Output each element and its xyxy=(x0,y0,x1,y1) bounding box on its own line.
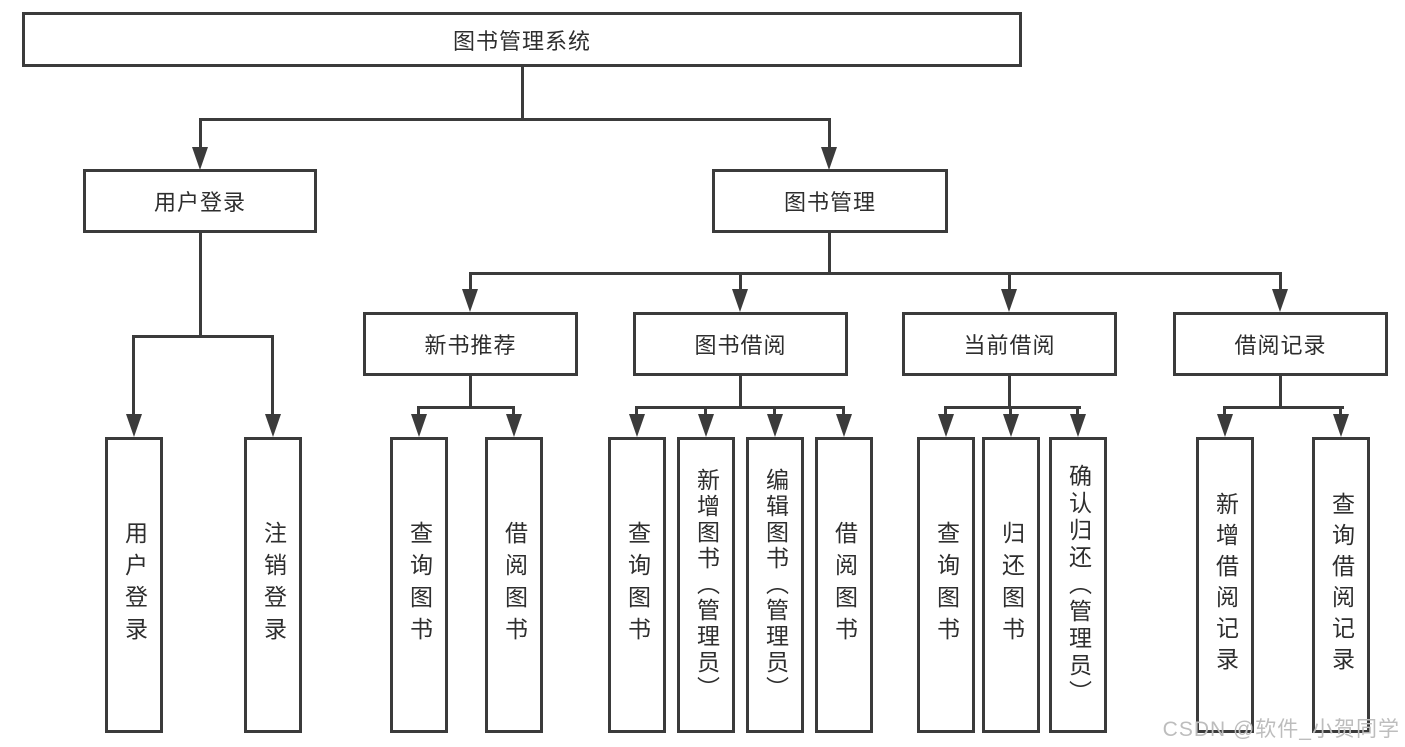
connector-line xyxy=(739,272,742,292)
connector-line xyxy=(469,272,472,292)
node-new-book-recommend: 新书推荐 xyxy=(363,312,578,376)
leaf-user-login: 用户登录 xyxy=(105,437,163,733)
connector-line xyxy=(132,335,274,338)
connector-line xyxy=(828,233,831,275)
watermark: CSDN @软件_小贺同学 xyxy=(1162,718,1400,741)
leaf-query-books-current: 查询图书 xyxy=(917,437,975,733)
connector-line xyxy=(1279,376,1282,409)
connector-line xyxy=(199,233,202,338)
connector-line xyxy=(469,376,472,409)
node-user-login: 用户登录 xyxy=(83,169,317,233)
leaf-label: 查询图书 xyxy=(406,521,433,649)
connector-line xyxy=(739,376,742,409)
arrow-down-icon xyxy=(462,289,478,312)
connector-line xyxy=(417,406,515,409)
leaf-label: 借阅图书 xyxy=(831,521,858,649)
connector-line xyxy=(635,406,638,417)
leaf-label: 确认归还（管理员） xyxy=(1065,463,1092,707)
connector-line xyxy=(521,67,524,120)
leaf-query-books-recommend: 查询图书 xyxy=(390,437,448,733)
connector-line xyxy=(1223,406,1226,417)
leaf-return-book: 归还图书 xyxy=(982,437,1040,733)
connector-line xyxy=(842,406,845,417)
arrow-down-icon xyxy=(1272,289,1288,312)
leaf-label: 新增图书（管理员） xyxy=(693,468,720,702)
leaf-logout: 注销登录 xyxy=(244,437,302,733)
arrow-down-icon xyxy=(265,414,281,437)
connector-line xyxy=(828,118,831,151)
node-book-borrow: 图书借阅 xyxy=(633,312,848,376)
connector-line xyxy=(1279,272,1282,292)
connector-line xyxy=(512,406,515,417)
arrow-down-icon xyxy=(732,289,748,312)
arrow-down-icon xyxy=(767,414,783,437)
arrow-down-icon xyxy=(126,414,142,437)
leaf-borrow-books: 借阅图书 xyxy=(815,437,873,733)
leaf-label: 新增借阅记录 xyxy=(1212,492,1239,678)
arrow-down-icon xyxy=(1333,414,1349,437)
node-book-management: 图书管理 xyxy=(712,169,948,233)
connector-line xyxy=(1223,406,1344,409)
arrow-down-icon xyxy=(629,414,645,437)
leaf-label: 注销登录 xyxy=(260,521,287,649)
arrow-down-icon xyxy=(411,414,427,437)
leaf-label: 查询借阅记录 xyxy=(1328,492,1355,678)
leaf-add-book-admin: 新增图书（管理员） xyxy=(677,437,735,733)
arrow-down-icon xyxy=(698,414,714,437)
leaf-label: 编辑图书（管理员） xyxy=(762,468,789,702)
connector-line xyxy=(1076,406,1079,417)
connector-line xyxy=(417,406,420,417)
connector-line xyxy=(271,335,274,418)
leaf-confirm-return-admin: 确认归还（管理员） xyxy=(1049,437,1107,733)
connector-line xyxy=(944,406,947,417)
leaf-query-books-borrow: 查询图书 xyxy=(608,437,666,733)
leaf-label: 借阅图书 xyxy=(501,521,528,649)
connector-line xyxy=(132,335,135,418)
connector-line xyxy=(773,406,776,417)
connector-line xyxy=(944,406,1081,409)
leaf-label: 归还图书 xyxy=(998,521,1025,649)
arrow-down-icon xyxy=(821,147,837,170)
connector-line xyxy=(199,118,202,151)
node-current-borrow: 当前借阅 xyxy=(902,312,1117,376)
arrow-down-icon xyxy=(836,414,852,437)
leaf-edit-book-admin: 编辑图书（管理员） xyxy=(746,437,804,733)
connector-line xyxy=(1339,406,1342,417)
arrow-down-icon xyxy=(1070,414,1086,437)
connector-line xyxy=(199,118,831,121)
leaf-label: 查询图书 xyxy=(933,521,960,649)
connector-line xyxy=(1008,272,1011,292)
arrow-down-icon xyxy=(192,147,208,170)
leaf-query-borrow-record: 查询借阅记录 xyxy=(1312,437,1370,733)
arrow-down-icon xyxy=(1217,414,1233,437)
arrow-down-icon xyxy=(1003,414,1019,437)
connector-line xyxy=(1008,376,1011,409)
connector-line xyxy=(704,406,707,417)
connector-line xyxy=(469,272,1281,275)
leaf-add-borrow-record: 新增借阅记录 xyxy=(1196,437,1254,733)
connector-line xyxy=(1009,406,1012,417)
leaf-label: 查询图书 xyxy=(624,521,651,649)
connector-line xyxy=(635,406,845,409)
arrow-down-icon xyxy=(506,414,522,437)
node-borrow-records: 借阅记录 xyxy=(1173,312,1388,376)
arrow-down-icon xyxy=(938,414,954,437)
arrow-down-icon xyxy=(1001,289,1017,312)
leaf-label: 用户登录 xyxy=(121,521,148,649)
node-root: 图书管理系统 xyxy=(22,12,1022,67)
leaf-borrow-books-recommend: 借阅图书 xyxy=(485,437,543,733)
